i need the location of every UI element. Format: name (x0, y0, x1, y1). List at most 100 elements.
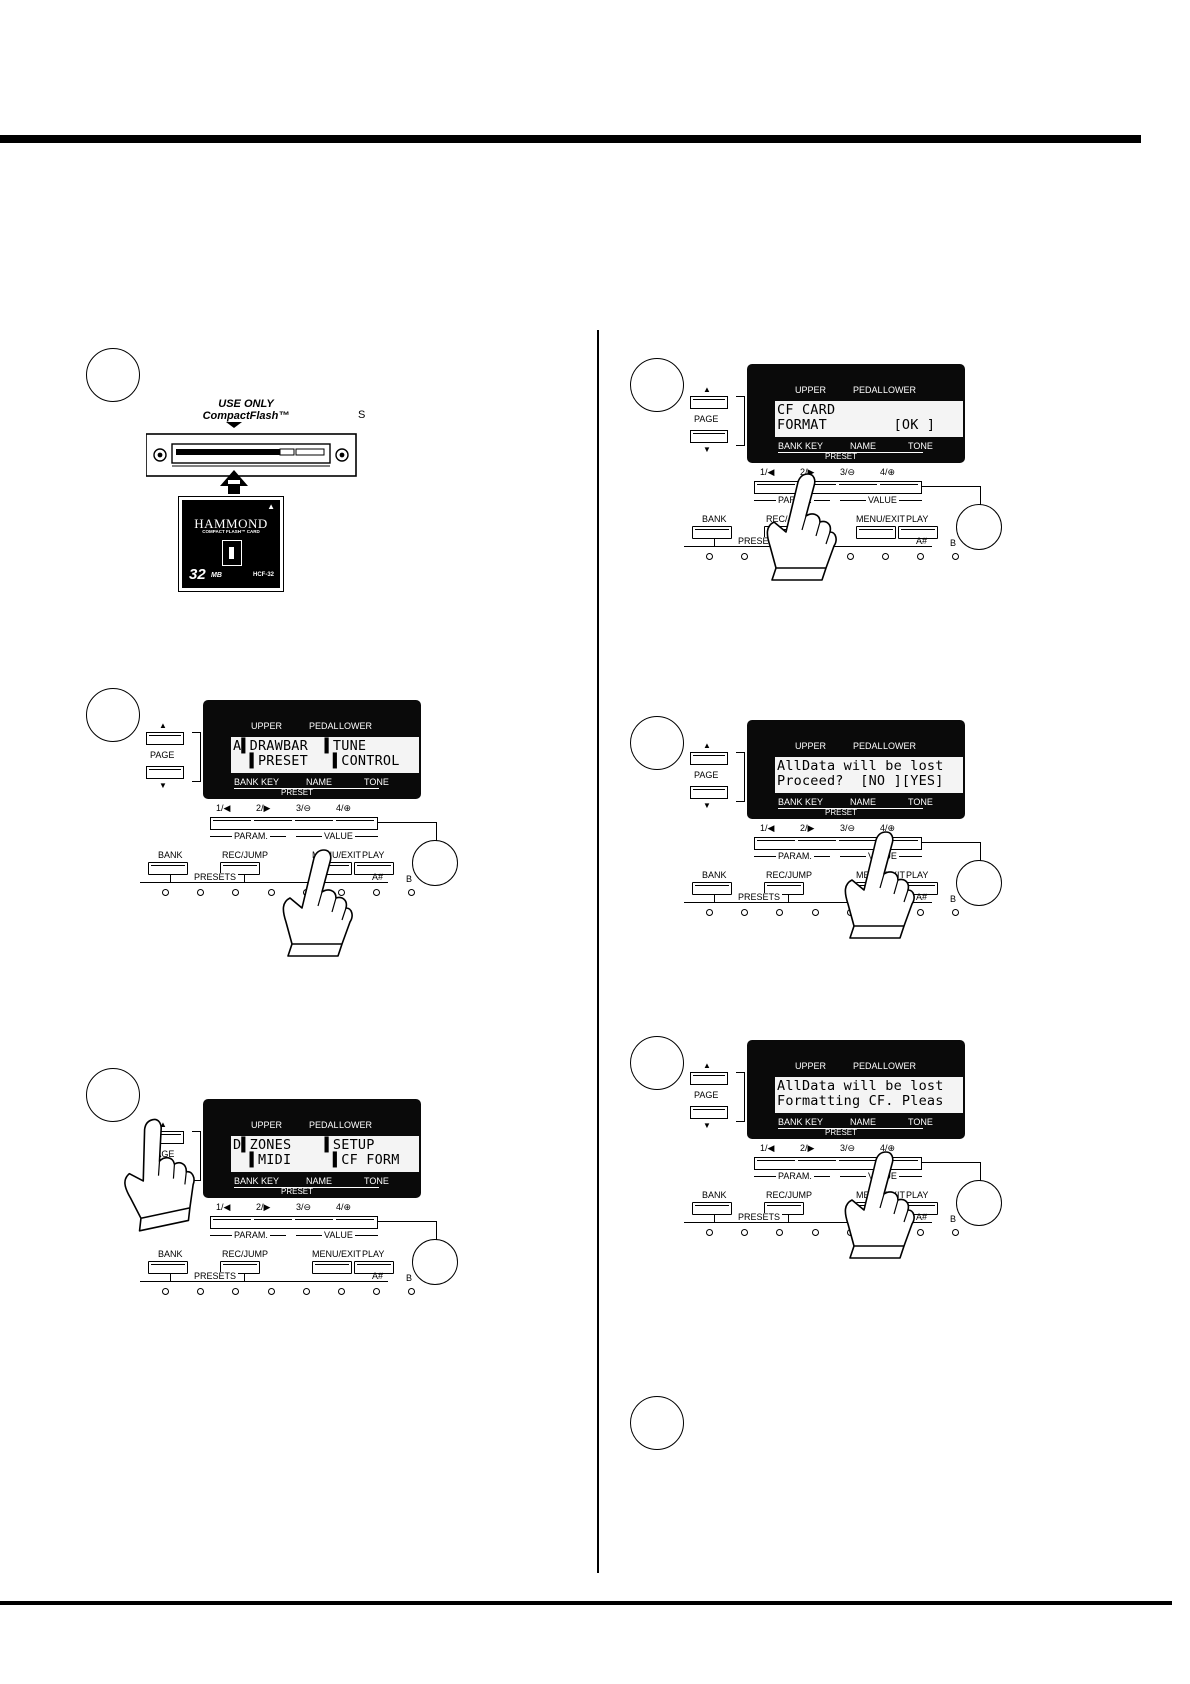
page-down-button[interactable] (690, 786, 728, 799)
a-sharp-label: A# (916, 536, 928, 546)
play-button[interactable] (354, 862, 394, 875)
preset-led (267, 889, 275, 896)
value-btn-1[interactable] (213, 820, 251, 827)
btn-label-3: 3/⊖ (840, 823, 856, 833)
btn-label-2: 2/▶ (800, 1143, 815, 1153)
value-btn-2[interactable] (254, 820, 292, 827)
value-btn-2[interactable] (798, 840, 836, 847)
page-down-arrow-icon: ▼ (703, 801, 711, 810)
btn-label-2: 2/▶ (800, 823, 815, 833)
lcd-label-upper: UPPER (251, 721, 283, 731)
lcd-label-tone: TONE (908, 1117, 933, 1127)
value-knob[interactable] (412, 1239, 458, 1285)
presets-label: PRESETS (736, 892, 783, 902)
page-up-button[interactable] (690, 1072, 728, 1085)
menu-exit-label: MENU/EXIT (856, 514, 906, 524)
play-label: PLAY (906, 1190, 929, 1200)
lcd-label-name: NAME (306, 777, 333, 787)
btn-label-2: 2/▶ (800, 467, 815, 477)
value-btn-4[interactable] (336, 820, 374, 827)
menu-exit-button[interactable] (312, 1261, 352, 1274)
value-btn-3[interactable] (839, 484, 877, 491)
step-circle-cf-format (630, 358, 684, 412)
b-label: B (406, 874, 413, 884)
value-btn-4[interactable] (880, 1160, 918, 1167)
lcd-label-bank-key: BANK KEY (778, 1117, 824, 1127)
rec-jump-button[interactable] (220, 862, 260, 875)
value-btn-2[interactable] (254, 1219, 292, 1226)
page-up-button[interactable] (146, 732, 184, 745)
bank-button[interactable] (148, 1261, 188, 1274)
page-up-button[interactable] (690, 396, 728, 409)
rec-jump-label: REC/JUMP (766, 1190, 813, 1200)
value-btn-3[interactable] (295, 820, 333, 827)
btn-label-4: 4/⊕ (880, 467, 896, 477)
bank-button[interactable] (692, 882, 732, 895)
pointing-hand-icon (844, 1151, 915, 1259)
rec-jump-button[interactable] (764, 882, 804, 895)
display-bracket (736, 1072, 745, 1122)
preset-led (952, 909, 960, 916)
card-slot-drawing (146, 422, 357, 494)
preset-led (408, 1288, 416, 1295)
btn-label-1: 1/◀ (760, 1143, 775, 1153)
presets-rule (140, 1281, 388, 1282)
pointing-hand-icon (766, 473, 837, 581)
lcd-label-lower: LOWER (339, 1120, 373, 1130)
btn-label-1: 1/◀ (216, 803, 231, 813)
rec-jump-button[interactable] (220, 1261, 260, 1274)
value-btn-3[interactable] (839, 840, 877, 847)
lcd-preset-rule (234, 788, 379, 789)
bank-button[interactable] (148, 862, 188, 875)
value-btn-2[interactable] (798, 1160, 836, 1167)
btn-label-1: 1/◀ (216, 1202, 231, 1212)
preset-led (302, 1288, 310, 1295)
lcd-label-preset: PRESET (281, 788, 314, 797)
page-label: PAGE (694, 1090, 719, 1100)
bank-button[interactable] (692, 1202, 732, 1215)
value-btn-1[interactable] (757, 840, 795, 847)
bank-button[interactable] (692, 526, 732, 539)
value-btn-3[interactable] (839, 1160, 877, 1167)
preset-led (741, 909, 749, 916)
value-btn-4[interactable] (880, 840, 918, 847)
value-knob[interactable] (956, 1180, 1002, 1226)
play-button[interactable] (898, 526, 938, 539)
page-up-arrow-icon: ▲ (703, 385, 711, 394)
play-label: PLAY (362, 850, 385, 860)
rec-jump-button[interactable] (764, 1202, 804, 1215)
step-circle-insert-card (86, 348, 140, 402)
play-button[interactable] (354, 1261, 394, 1274)
preset-led (776, 909, 784, 916)
value-knob[interactable] (956, 860, 1002, 906)
page-down-button[interactable] (146, 766, 184, 779)
value-knob[interactable] (956, 504, 1002, 550)
bank-label: BANK (702, 514, 727, 524)
value-btn-2[interactable] (798, 484, 836, 491)
page-down-button[interactable] (690, 430, 728, 443)
card-capacity: 32 (189, 566, 206, 583)
page-down-button[interactable] (690, 1106, 728, 1119)
value-btn-1[interactable] (213, 1219, 251, 1226)
preset-led (811, 909, 819, 916)
value-btn-4[interactable] (336, 1219, 374, 1226)
a-sharp-label: A# (372, 1271, 384, 1281)
value-knob[interactable] (412, 840, 458, 886)
value-btn-1[interactable] (757, 1160, 795, 1167)
page-up-button[interactable] (690, 752, 728, 765)
value-btn-3[interactable] (295, 1219, 333, 1226)
bank-label: BANK (158, 1249, 183, 1259)
value-btn-4[interactable] (880, 484, 918, 491)
preset-led (706, 909, 713, 916)
preset-led (338, 889, 345, 896)
menu-exit-button[interactable] (856, 526, 896, 539)
preset-led (373, 889, 381, 896)
lcd-preset-rule (778, 1128, 923, 1129)
value-btn-1[interactable] (757, 484, 795, 491)
presets-tick-right (788, 895, 789, 902)
